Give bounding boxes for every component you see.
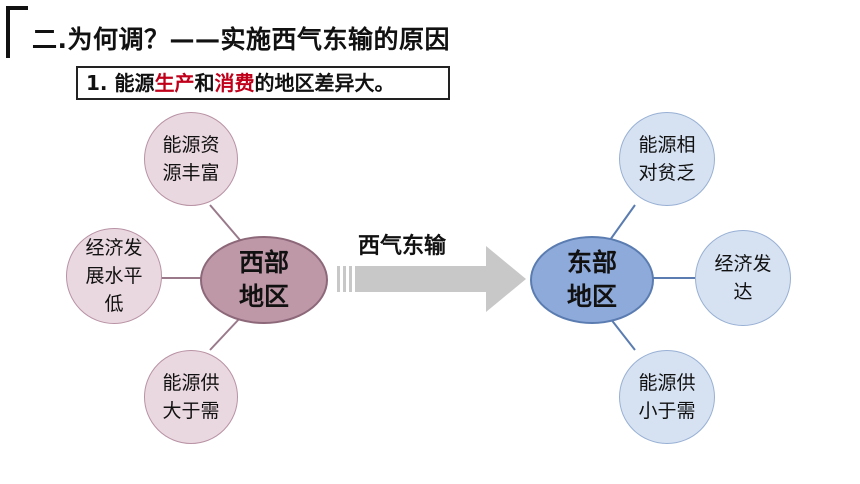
key-point-box: 1. 能源生产和消费的地区差异大。: [76, 66, 450, 100]
title-bracket: [6, 6, 28, 58]
east-region-hub: 东部地区: [530, 236, 654, 324]
east-bubble-resources: 能源相对贫乏: [619, 112, 715, 206]
arrow-label: 西气东输: [358, 234, 447, 259]
west-connector-top: [209, 204, 241, 241]
west-bubble-supply: 能源供大于需: [144, 350, 238, 444]
key-point-prefix: 1. 能源: [86, 71, 155, 95]
west-region-hub: 西部地区: [200, 236, 328, 324]
transfer-arrow: [337, 246, 526, 312]
key-point-middle: 和: [194, 71, 215, 95]
key-point-consumption: 消费: [214, 71, 255, 95]
key-point-production: 生产: [154, 71, 195, 95]
key-point-suffix: 的地区差异大。: [254, 71, 395, 95]
east-bubble-economy: 经济发达: [695, 230, 791, 326]
west-bubble-economy: 经济发展水平低: [66, 228, 162, 324]
east-bubble-supply: 能源供小于需: [619, 350, 715, 444]
east-connector-bottom: [609, 317, 636, 351]
west-connector-bottom: [209, 317, 241, 351]
east-connector-top: [609, 204, 636, 241]
page-title: 二.为何调？——实施西气东输的原因: [32, 25, 450, 54]
west-bubble-resources: 能源资源丰富: [144, 112, 238, 206]
